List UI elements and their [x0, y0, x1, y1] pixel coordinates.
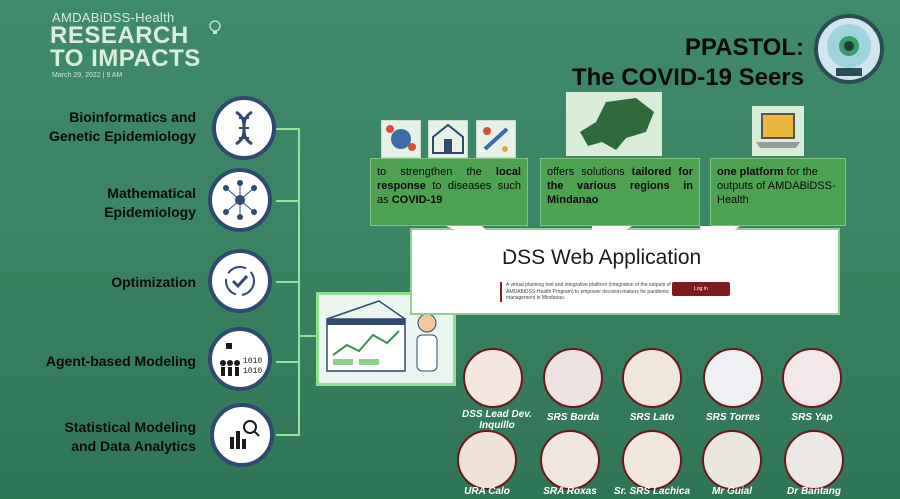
crystal-ball-icon — [814, 14, 884, 84]
category-agent-based: Agent-based Modeling — [0, 352, 196, 371]
slide-title-line2: The COVID-19 Seers — [571, 64, 804, 91]
member-name: SRS Borda — [546, 412, 600, 423]
connector — [298, 335, 318, 337]
optimization-cycle-icon — [208, 249, 272, 313]
webapp-description: A virtual planning tool and integrative … — [500, 282, 686, 302]
laptop-icon — [752, 106, 804, 156]
connector — [276, 434, 300, 436]
box-text-bold: local response — [377, 166, 521, 192]
vaccine-icon — [476, 120, 516, 158]
network-icon — [208, 168, 272, 232]
category-statistical-modeling: Statistical Modeling and Data Analytics — [0, 418, 196, 456]
avatar — [622, 348, 682, 408]
brand-subtitle: AMDABiDSS-Health — [52, 10, 175, 25]
callout-pointers — [446, 226, 740, 254]
avatar — [457, 430, 517, 490]
connector — [276, 361, 300, 363]
slide-title: PPASTOL: The COVID-19 Seers — [572, 33, 804, 93]
connector — [276, 200, 300, 202]
description-box-one-platform: one platform for the outputs of AMDABiDS… — [710, 158, 846, 226]
lightbulb-icon — [208, 20, 222, 36]
avatar — [543, 348, 603, 408]
bar-chart-magnifier-icon — [210, 403, 274, 467]
box-text-bold: COVID-19 — [391, 194, 443, 206]
avatar — [622, 430, 682, 490]
description-box-tailored-solutions: offers solutions tailored for the variou… — [540, 158, 700, 226]
member-name: URA Calo — [464, 486, 510, 497]
brand-title-line2: TO IMPACTS — [50, 45, 201, 72]
mindanao-map-icon — [566, 92, 662, 156]
member-name: SRS Torres — [705, 412, 761, 423]
category-label: and Data Analytics — [71, 438, 196, 454]
dashboard-illustration — [316, 292, 456, 386]
dna-icon — [212, 96, 276, 160]
box-text: to diseases such as — [377, 180, 521, 206]
avatar — [702, 430, 762, 490]
member-name: SRS Yap — [791, 412, 833, 423]
category-label: Genetic Epidemiology — [48, 128, 196, 144]
virus-globe-icon — [381, 120, 421, 158]
category-label: Mathematical — [107, 185, 196, 201]
box-text-bold: one platform — [717, 166, 784, 178]
avatar — [703, 348, 763, 408]
avatar — [540, 430, 600, 490]
brand-title-line1: RESEARCH — [50, 22, 189, 49]
category-optimization: Optimization — [0, 273, 196, 292]
member-name: SRS Lato — [629, 412, 675, 423]
category-mathematical-epidemiology: Mathematical Epidemiology — [0, 184, 196, 222]
login-button[interactable]: Log In — [672, 282, 730, 296]
box-text-bold: tailored for the various regions in Mind… — [547, 166, 694, 206]
member-name: Sr. SRS Lachica — [613, 486, 691, 497]
member-name: DSS Lead Dev. Inquillo — [461, 409, 533, 431]
avatar — [463, 348, 523, 408]
connector — [276, 128, 300, 130]
member-name: Mr Guial — [711, 486, 752, 497]
connector — [276, 281, 300, 283]
webapp-heading: DSS Web Application — [502, 246, 702, 269]
avatar — [782, 348, 842, 408]
category-label: Bioinformatics and — [69, 109, 196, 125]
avatar — [784, 430, 844, 490]
member-name: Dr Bantang — [787, 486, 841, 497]
category-label: Epidemiology — [104, 204, 196, 220]
brand-title: RESEARCH TO IMPACTS — [50, 22, 201, 72]
category-label: Statistical Modeling — [64, 419, 196, 435]
member-name: SRA Roxas — [543, 486, 597, 497]
category-bioinformatics: Bioinformatics and Genetic Epidemiology — [0, 108, 196, 146]
category-label: Agent-based Modeling — [45, 353, 196, 369]
box-text: for the outputs of AMDABiDSS-Health — [717, 166, 836, 206]
connector — [298, 128, 300, 436]
svg-text:1010: 1010 — [243, 357, 262, 366]
event-date: March 29, 2022 | 9 AM — [52, 72, 123, 79]
slide-title-line1: PPASTOL: — [684, 34, 804, 61]
box-text: to strengthen the — [377, 166, 496, 178]
svg-text:1010: 1010 — [243, 367, 262, 376]
description-box-local-response: to strengthen the local response to dise… — [370, 158, 528, 226]
box-text: offers solutions — [547, 166, 632, 178]
hospital-icon — [428, 120, 468, 158]
category-label: Optimization — [111, 274, 196, 290]
